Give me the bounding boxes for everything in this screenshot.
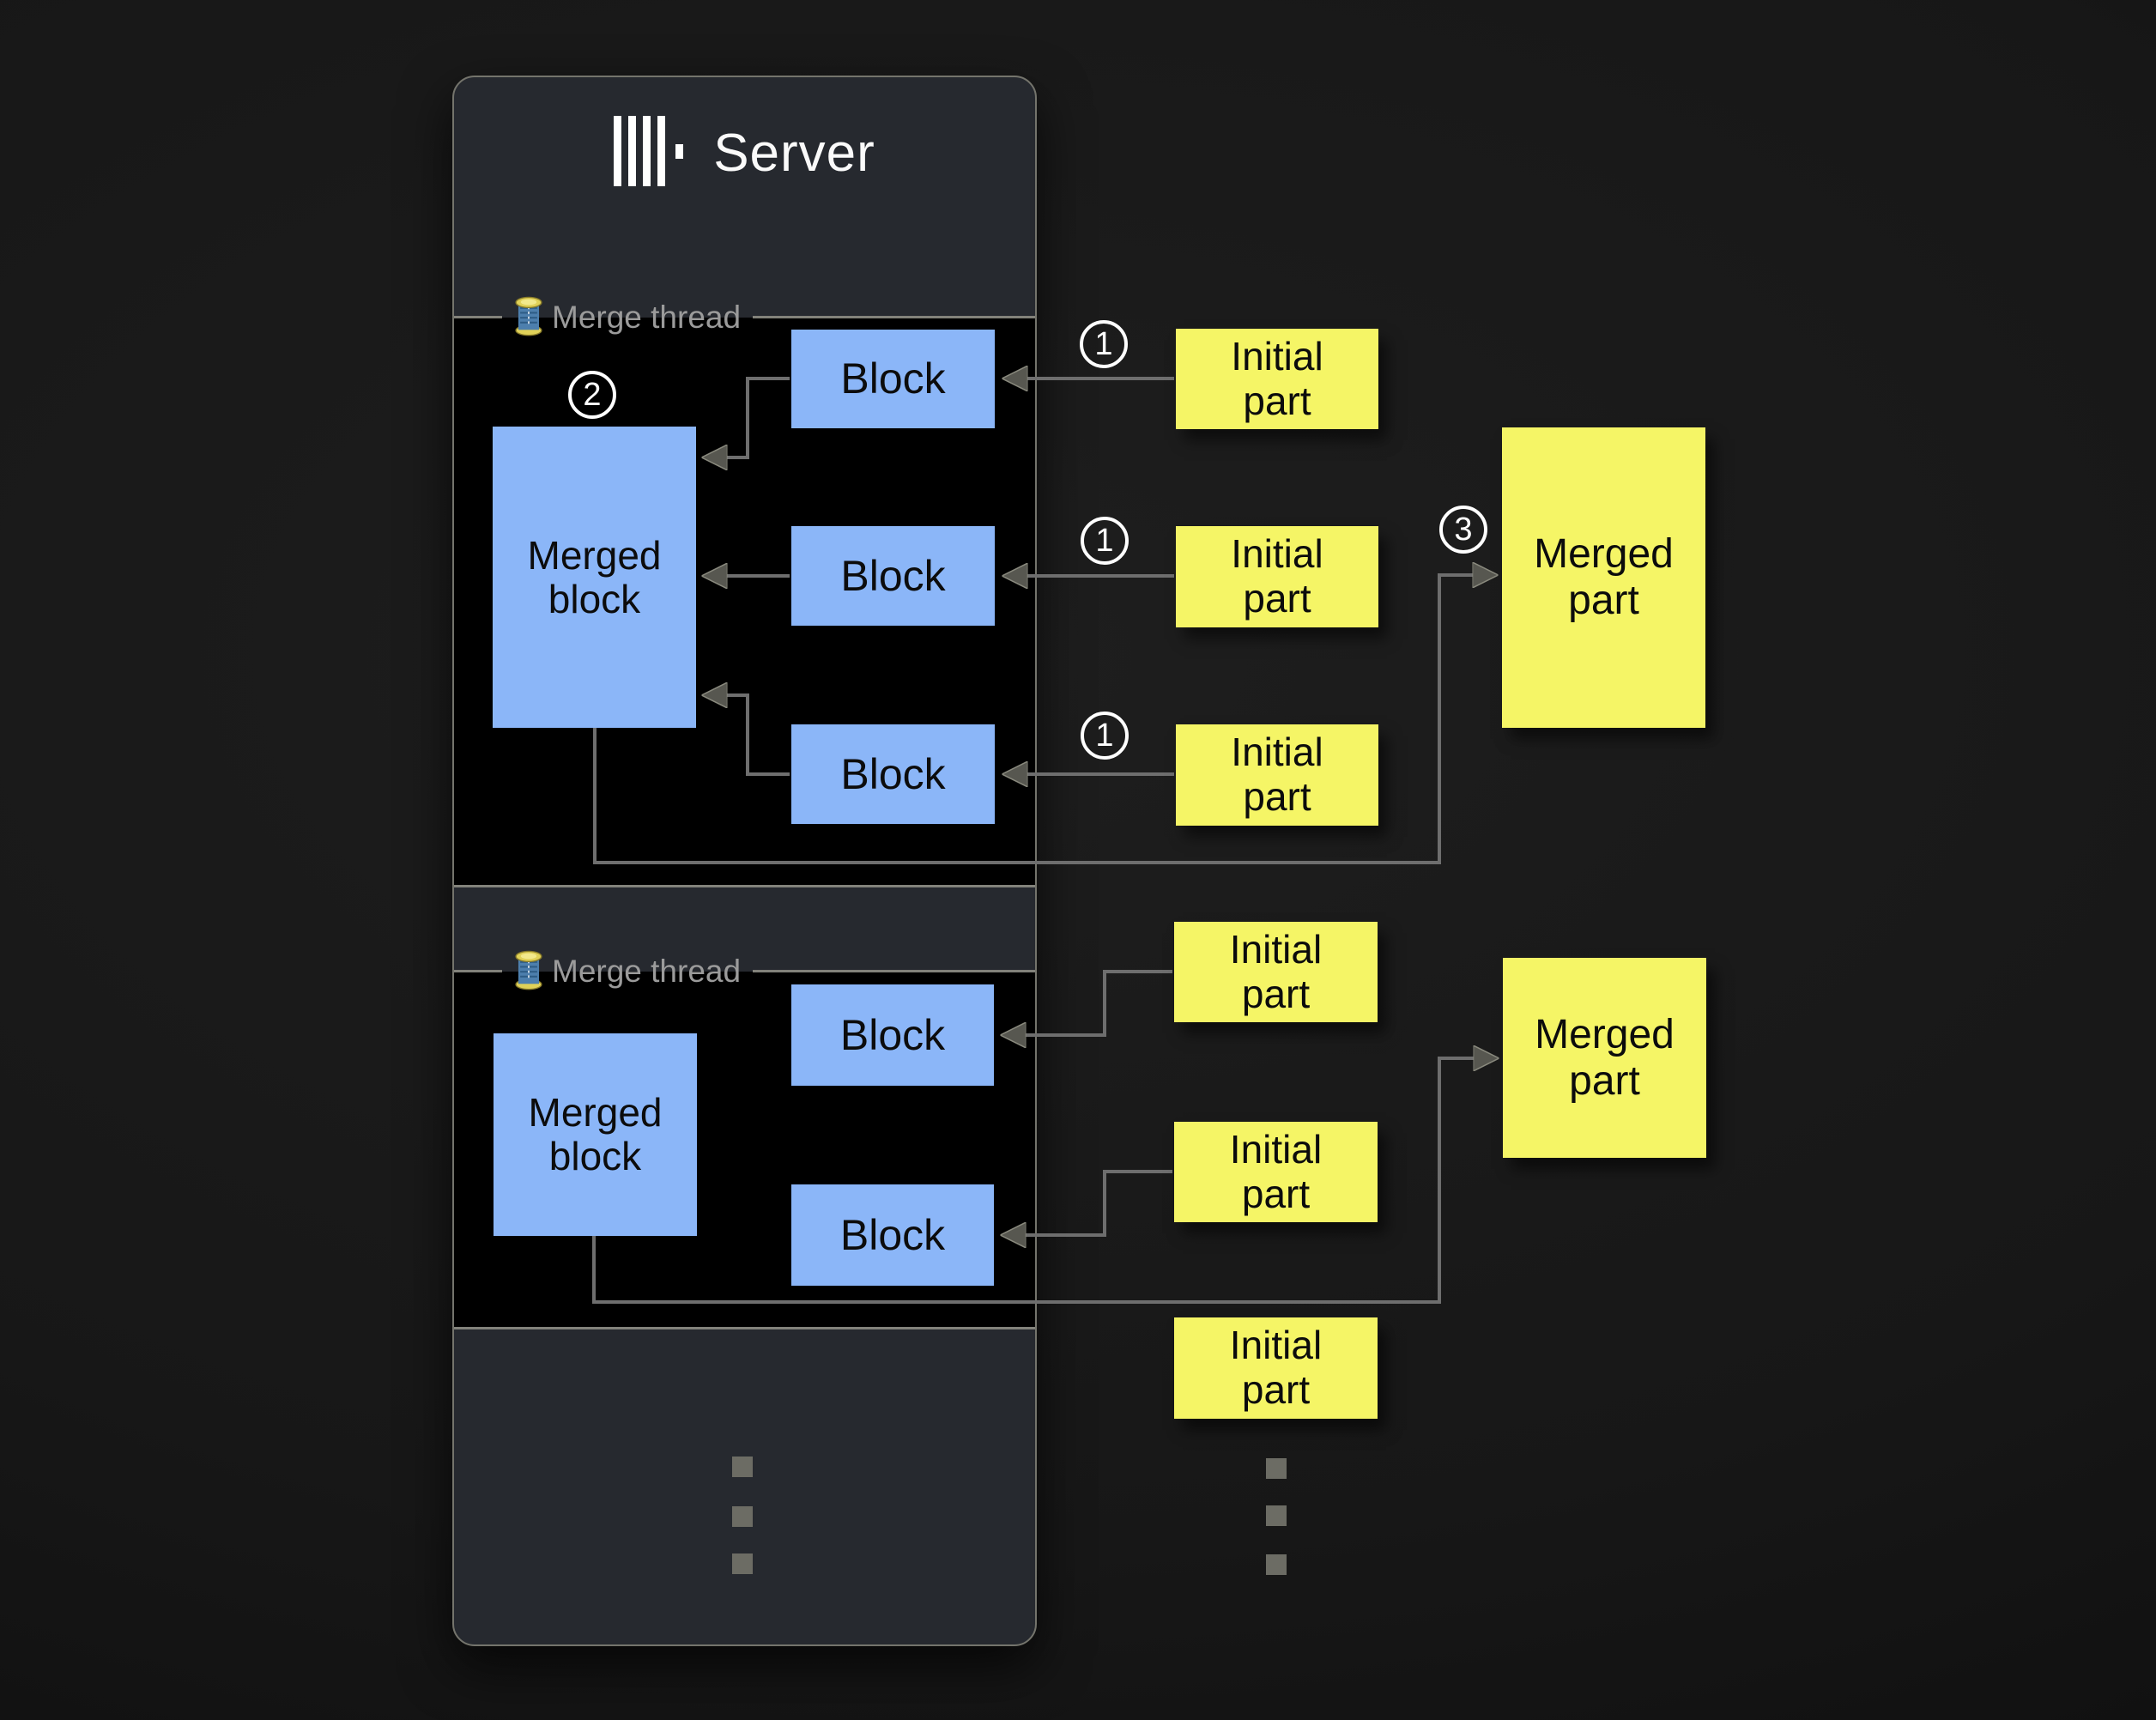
step-badge-1c: 1: [1081, 712, 1129, 760]
merge-thread-legend-2: Merge thread: [502, 948, 754, 996]
block-4: Block: [791, 984, 994, 1086]
merged-block-1: Merged block: [493, 427, 696, 728]
block-2: Block: [791, 526, 995, 626]
step-badge-3: 3: [1439, 506, 1487, 554]
initial-part-6: Initial part: [1174, 1317, 1378, 1419]
initial-part-1: Initial part: [1176, 329, 1378, 429]
merged-part-1: Merged part: [1502, 427, 1705, 728]
merged-block-2: Merged block: [494, 1033, 697, 1236]
thread-spool-icon: [514, 949, 543, 995]
initial-part-3: Initial part: [1176, 724, 1378, 826]
step-badge-2: 2: [568, 371, 616, 419]
initial-part-4: Initial part: [1174, 922, 1378, 1022]
step-badge-1b: 1: [1081, 517, 1129, 565]
more-items-dots: [732, 1506, 753, 1527]
server-header: Server: [452, 110, 1037, 196]
more-items-dots: [1266, 1505, 1287, 1526]
clickhouse-bars-logo-icon: [614, 115, 686, 191]
merge-thread-legend-1: Merge thread: [502, 294, 754, 342]
more-items-dots: [1266, 1458, 1287, 1479]
merged-part-2: Merged part: [1503, 958, 1706, 1158]
initial-part-2: Initial part: [1176, 526, 1378, 627]
initial-part-5: Initial part: [1174, 1122, 1378, 1222]
thread-spool-icon: [514, 295, 543, 341]
more-items-dots: [732, 1553, 753, 1574]
block-5: Block: [791, 1184, 994, 1286]
merge-thread-label: Merge thread: [552, 300, 742, 335]
step-badge-1a: 1: [1080, 320, 1128, 368]
block-1: Block: [791, 330, 995, 428]
merge-thread-label: Merge thread: [552, 954, 742, 989]
more-items-dots: [1266, 1554, 1287, 1575]
block-3: Block: [791, 724, 995, 824]
server-title: Server: [713, 123, 875, 183]
more-items-dots: [732, 1457, 753, 1477]
